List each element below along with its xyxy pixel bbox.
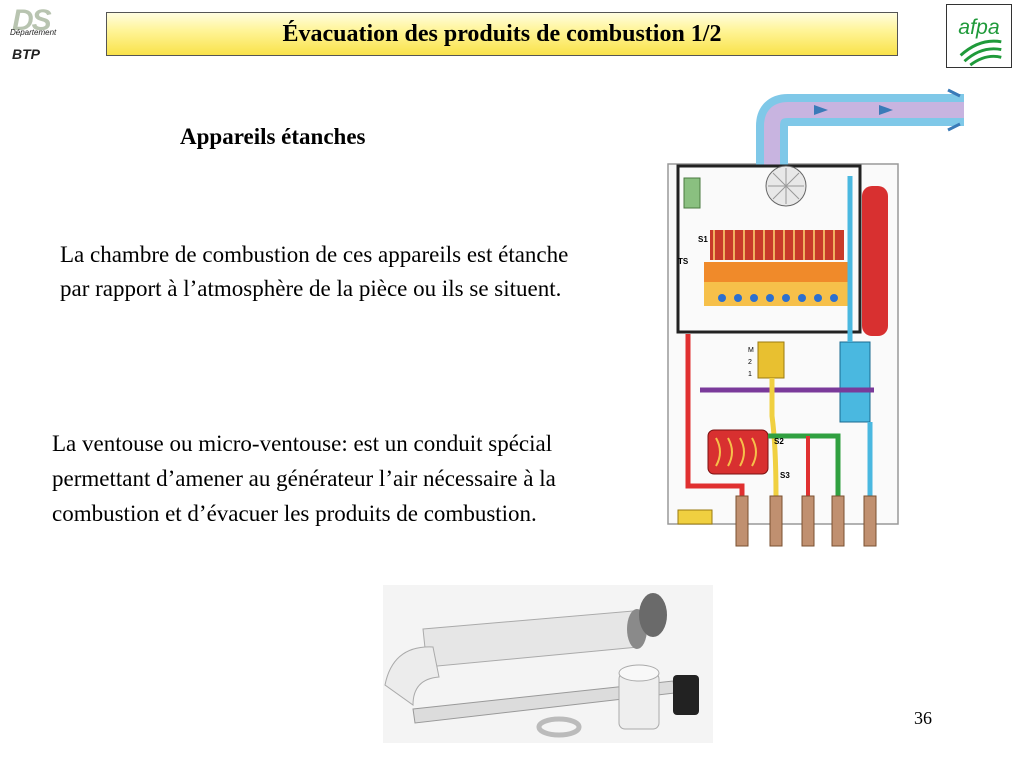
logo-ds-text: DS xyxy=(12,4,52,37)
label-m: M xyxy=(748,347,754,354)
paragraph-combustion-chamber: La chambre de combustion de ces appareil… xyxy=(60,242,569,301)
section-subtitle: Appareils étanches xyxy=(180,124,366,149)
slide-title: Évacuation des produits de combustion 1/… xyxy=(282,20,722,47)
page-number: 36 xyxy=(914,708,932,728)
logo-btp-text: BTP xyxy=(12,46,40,62)
ventouse-kit-photo xyxy=(383,585,713,743)
afpa-logo-graphic: afpa xyxy=(958,15,1002,67)
label-ts: TS xyxy=(678,257,689,266)
ventouse-kit-image xyxy=(383,585,713,743)
boiler-schematic: S1 TS S2 S3 M 2 1 xyxy=(667,88,964,547)
slide-title-bar: Évacuation des produits de combustion 1/… xyxy=(106,12,898,56)
label-s2: S2 xyxy=(774,437,784,446)
paragraph-ventouse: La ventouse ou micro-ventouse: est un co… xyxy=(52,431,556,526)
afpa-logo: afpa xyxy=(946,4,1012,68)
ds-btp-logo: DS Département BTP xyxy=(6,4,66,66)
sealed-boiler-diagram: S1 TS S2 S3 M 2 1 xyxy=(664,86,966,558)
label-1: 1 xyxy=(748,371,752,378)
afpa-logo-text: afpa xyxy=(958,15,1000,39)
label-s1: S1 xyxy=(698,235,708,244)
logo-dept-text: Département xyxy=(10,28,57,37)
label-2: 2 xyxy=(748,359,752,366)
label-s3: S3 xyxy=(780,471,790,480)
